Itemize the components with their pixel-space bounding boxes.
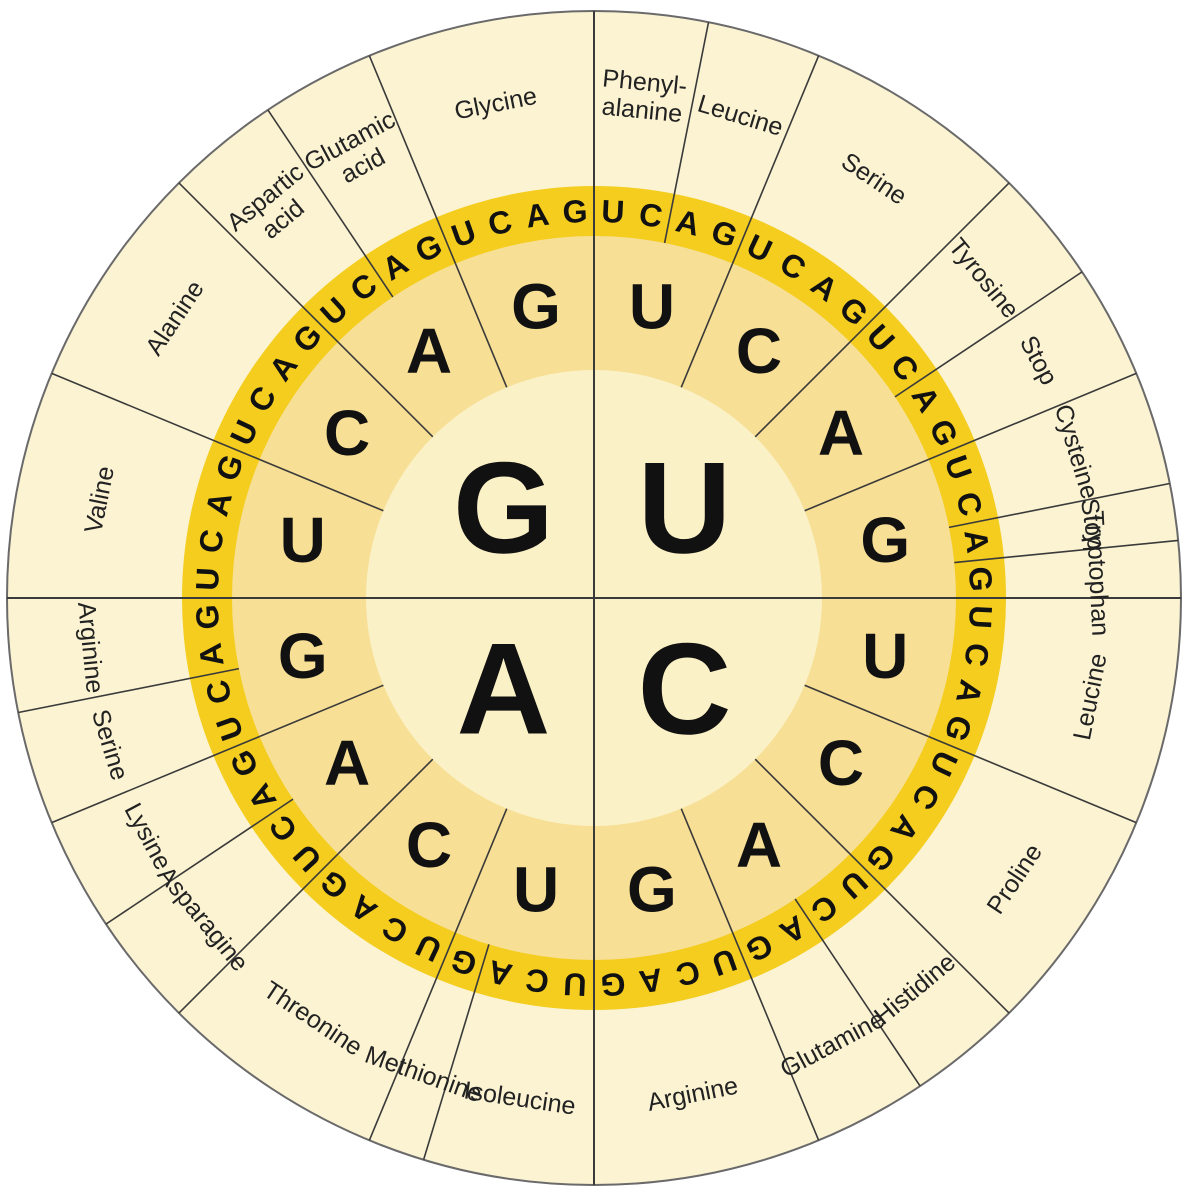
amino-acid-divider (178, 182, 339, 343)
amino-acid-divider (422, 944, 490, 1160)
amino-acid-divider (368, 932, 457, 1141)
second-base-letter: C (406, 809, 452, 881)
third-base-letter: C (637, 196, 665, 235)
amino-acid-divider (51, 735, 260, 824)
third-base-letter: U (962, 605, 999, 630)
second-base-letter: A (736, 809, 782, 881)
second-base-letter: G (278, 620, 328, 692)
third-base-letter: C (957, 641, 996, 669)
third-base-letter: G (562, 193, 589, 230)
third-base-letter: U (601, 193, 626, 230)
second-base-letter: G (511, 271, 561, 343)
amino-acid-label: Phenyl-alanine (598, 64, 688, 128)
third-base-letter: U (189, 567, 226, 592)
third-base-letter: G (962, 566, 999, 593)
amino-acid-divider (18, 667, 240, 714)
first-base-letter: G (453, 434, 554, 580)
second-base-letter: A (818, 397, 864, 469)
first-base-letter: A (457, 616, 551, 762)
amino-acid-divider (731, 55, 820, 264)
third-base-letter: G (189, 604, 226, 631)
amino-acid-divider (368, 55, 457, 264)
second-base-letter: U (280, 504, 326, 576)
second-base-letter: C (736, 315, 782, 387)
second-base-divider (259, 684, 384, 738)
third-base-letter: C (192, 527, 231, 555)
second-base-divider (754, 341, 851, 438)
second-base-letter: G (627, 853, 677, 925)
amino-acid-divider (178, 853, 339, 1014)
amino-acid-divider (928, 735, 1137, 824)
second-base-letter: U (862, 620, 908, 692)
amino-acid-divider (928, 372, 1137, 461)
second-base-letter: C (324, 397, 370, 469)
amino-acid-divider (849, 853, 1010, 1014)
second-base-letter: U (513, 853, 559, 925)
second-base-letter: G (860, 504, 910, 576)
amino-acid-divider (105, 798, 294, 925)
amino-acid-divider (731, 932, 820, 1141)
amino-acid-divider (267, 109, 394, 298)
second-base-divider (454, 263, 508, 388)
third-base-letter: A (523, 196, 551, 235)
second-base-divider (454, 808, 508, 933)
third-base-letter: A (192, 641, 231, 669)
second-base-letter: A (324, 727, 370, 799)
second-base-divider (804, 684, 929, 738)
amino-acid-divider (794, 898, 921, 1087)
second-base-divider (337, 758, 434, 855)
third-base-letter: A (957, 527, 996, 555)
amino-acid-divider (663, 22, 710, 244)
third-base-letter: U (563, 966, 588, 1003)
first-base-letter: C (638, 616, 732, 762)
second-base-divider (680, 263, 734, 388)
amino-acid-divider (954, 539, 1179, 564)
second-base-divider (337, 341, 434, 438)
first-base-letter: U (638, 434, 732, 580)
amino-acid-divider (948, 482, 1170, 529)
second-base-divider (804, 458, 929, 512)
amino-acid-divider (894, 271, 1083, 398)
second-base-letter: A (406, 315, 452, 387)
second-base-divider (754, 758, 851, 855)
amino-acid-label: Tryptophan (1080, 510, 1114, 637)
second-base-letter: U (629, 271, 675, 343)
amino-acid-divider (51, 372, 260, 461)
second-base-divider (680, 808, 734, 933)
third-base-letter: C (523, 961, 551, 1000)
third-base-letter: A (637, 961, 665, 1000)
amino-acid-divider (849, 182, 1010, 343)
second-base-letter: C (818, 727, 864, 799)
second-base-divider (259, 458, 384, 512)
third-base-letter: G (600, 966, 627, 1003)
separator-lines (7, 11, 1181, 1185)
